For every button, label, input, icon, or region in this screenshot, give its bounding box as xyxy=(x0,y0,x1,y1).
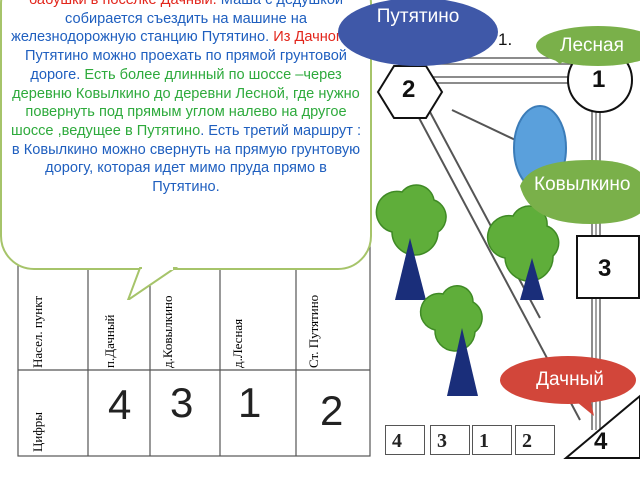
tree-2-trunk xyxy=(520,258,544,300)
task-line-4: Есть более длинный по шоссе –через дерев… xyxy=(11,66,360,139)
tree-1 xyxy=(375,184,447,256)
fragment-label: 1. xyxy=(498,30,513,49)
square-node xyxy=(576,235,640,299)
lesnaya-label: Лесная xyxy=(560,35,624,56)
answer-cell-4: 2 xyxy=(515,425,555,455)
task-callout xyxy=(0,0,372,270)
digit-kovylkino: 3 xyxy=(170,379,194,426)
digit-dachny: 4 xyxy=(108,381,132,428)
node-1-number: 1 xyxy=(592,66,606,93)
task-line-top: бабушки в поселке Дачный. xyxy=(28,0,217,8)
digit-putyatino: 2 xyxy=(320,387,344,434)
task-line-2: Маша с дедушкой собирается съездить на м… xyxy=(11,0,344,46)
task-putyatino: Путятино xyxy=(136,122,201,139)
task-from-dachny: Из Дачного xyxy=(273,29,350,46)
answer-cell-2: 3 xyxy=(430,425,470,455)
hexagon-node xyxy=(376,65,444,119)
node-4-number: 4 xyxy=(594,428,608,455)
digit-lesnaya: 1 xyxy=(238,379,262,426)
kovylkino-label: Ковылкино xyxy=(534,174,631,195)
callout-tail xyxy=(126,266,179,300)
node-3-number: 3 xyxy=(598,255,612,282)
answer-cell-3: 1 xyxy=(472,425,512,455)
task-text: бабушки в поселке Дачный. Маша с дедушко… xyxy=(10,0,362,197)
tree-1-trunk xyxy=(395,238,426,300)
bubble-lesnaya xyxy=(536,26,640,66)
triangle-node xyxy=(563,394,640,459)
dachny-label: Дачный xyxy=(536,369,604,390)
bubble-dachny xyxy=(500,356,636,404)
bubble-kovylkino xyxy=(520,160,640,224)
node-2-number: 2 xyxy=(402,76,416,103)
tree-3-trunk xyxy=(447,328,478,396)
putyatino-label: Путятино xyxy=(376,6,460,27)
task-line-5: . Есть третий маршрут : в Ковылкино можн… xyxy=(11,122,361,196)
answer-cell-1: 4 xyxy=(385,425,425,455)
bubble-putyatino xyxy=(338,0,498,66)
